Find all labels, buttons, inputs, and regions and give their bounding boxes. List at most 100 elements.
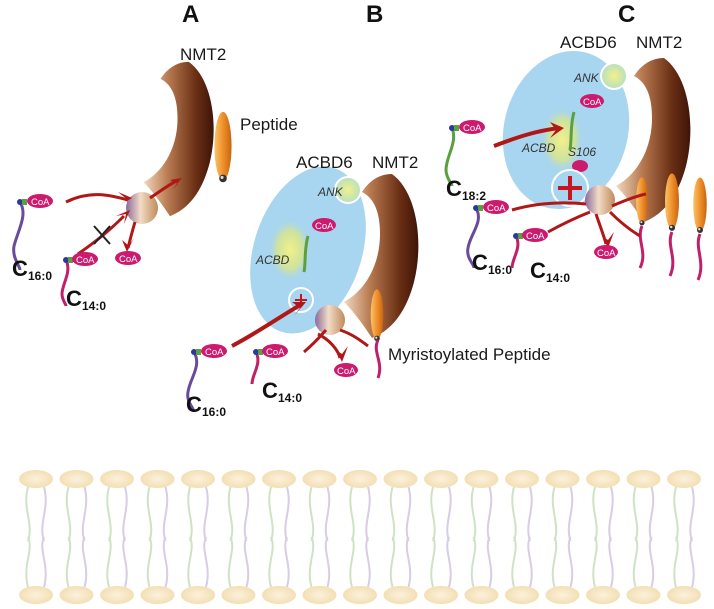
peptide-c-3 xyxy=(693,177,707,233)
peptide-c-2 xyxy=(665,173,679,231)
ank-domain-label-c: ANK xyxy=(573,71,600,85)
svg-text:CoA: CoA xyxy=(487,203,506,214)
lipid-head-outer xyxy=(464,470,499,488)
panel-label-c: C xyxy=(618,1,635,28)
acyl-coa-c14-a: CoA xyxy=(60,252,98,307)
lipid-head-inner xyxy=(383,586,418,604)
nmt2-enzyme-a xyxy=(143,61,214,217)
svg-text:18:2: 18:2 xyxy=(462,189,486,203)
lipid-molecule xyxy=(100,470,134,604)
lipid-head-outer xyxy=(586,470,620,488)
lipid-head-outer xyxy=(626,470,661,488)
svg-text:C: C xyxy=(186,392,202,417)
lipid-molecule xyxy=(626,470,661,604)
lipid-molecule xyxy=(221,470,256,604)
lipid-head-inner xyxy=(505,586,539,604)
s106-label: S106 xyxy=(568,145,596,159)
svg-text:CoA: CoA xyxy=(266,347,285,358)
svg-text:16:0: 16:0 xyxy=(488,263,512,277)
lipid-molecule xyxy=(667,470,701,604)
lipid-molecule xyxy=(19,470,53,604)
svg-text:CoA: CoA xyxy=(315,221,334,232)
lipid-head-inner xyxy=(221,586,256,604)
active-site-c xyxy=(585,185,615,215)
lipid-molecule xyxy=(505,470,539,604)
lipid-head-outer xyxy=(59,470,94,488)
c16-label-c: C 16:0 xyxy=(472,250,512,277)
c14-label-b: C 14:0 xyxy=(262,378,302,405)
lipid-head-inner xyxy=(667,586,701,604)
svg-text:CoA: CoA xyxy=(597,248,616,259)
acbd-domain-label-c: ACBD xyxy=(521,141,556,155)
acbd-domain-label-b: ACBD xyxy=(255,253,290,267)
lipid-head-outer xyxy=(343,470,377,488)
lipid-head-inner xyxy=(424,586,458,604)
phospho-dot-c xyxy=(572,160,588,172)
lipid-molecule xyxy=(302,470,337,604)
lipid-head-inner xyxy=(140,586,175,604)
lipid-head-outer xyxy=(221,470,256,488)
peptide-a xyxy=(214,111,232,183)
lipid-head-inner xyxy=(464,586,499,604)
panel-a: NMT2 Peptide CoA C 16:0 xyxy=(12,45,298,313)
lipid-molecule xyxy=(383,470,418,604)
svg-text:CoA: CoA xyxy=(526,231,545,242)
lipid-head-outer xyxy=(545,470,580,488)
lipid-molecule xyxy=(343,470,377,604)
acyl-coa-c16-a: CoA xyxy=(12,194,53,271)
lipid-molecule xyxy=(181,470,215,604)
lipid-head-outer xyxy=(100,470,134,488)
released-coa-a: CoA xyxy=(115,251,141,265)
lipid-head-inner xyxy=(626,586,661,604)
panel-label-a: A xyxy=(182,1,199,28)
coa-label: CoA xyxy=(31,197,50,208)
lipid-head-inner xyxy=(100,586,134,604)
lipid-molecule xyxy=(59,470,94,604)
svg-text:CoA: CoA xyxy=(205,347,224,358)
svg-text:14:0: 14:0 xyxy=(278,391,302,405)
coa-label: CoA xyxy=(76,255,95,266)
nmt2-label-c: NMT2 xyxy=(636,33,682,52)
nmt2-label-a: NMT2 xyxy=(180,45,226,64)
lipid-head-outer xyxy=(262,470,296,488)
lipid-head-outer xyxy=(505,470,539,488)
c16-label-a: C 16:0 xyxy=(12,256,52,283)
released-coa-c: CoA xyxy=(594,245,618,259)
lipid-molecule xyxy=(140,470,175,604)
svg-text:CoA: CoA xyxy=(583,97,602,108)
svg-text:14:0: 14:0 xyxy=(82,299,106,313)
lipid-head-inner xyxy=(181,586,215,604)
svg-text:C: C xyxy=(12,256,28,281)
lipid-molecule xyxy=(262,470,296,604)
acyl-coa-c16-b: CoA xyxy=(186,344,227,413)
svg-text:C: C xyxy=(446,176,462,201)
svg-text:C: C xyxy=(530,258,546,283)
active-site-b xyxy=(315,305,345,335)
panel-b: ANK ACBD ACBD6 NMT2 Myristoylated Peptid… xyxy=(186,153,551,419)
svg-text:CoA: CoA xyxy=(337,366,356,377)
lipid-head-inner xyxy=(302,586,337,604)
acyl-coa-c14-c: CoA xyxy=(510,228,548,269)
blocked-x-icon xyxy=(93,225,111,245)
svg-text:14:0: 14:0 xyxy=(546,271,570,285)
lipid-head-outer xyxy=(424,470,458,488)
myristoylated-peptide-label: Myristoylated Peptide xyxy=(388,345,551,364)
plus-icon-c xyxy=(558,176,582,200)
svg-text:C: C xyxy=(262,378,278,403)
svg-text:CoA: CoA xyxy=(463,123,482,134)
released-coa-b: CoA xyxy=(334,363,358,377)
lipid-molecule xyxy=(586,470,620,604)
active-site-a xyxy=(126,192,158,224)
lipid-head-outer xyxy=(667,470,701,488)
lipid-bilayer-membrane xyxy=(19,470,701,604)
svg-text:C: C xyxy=(472,250,488,275)
svg-text:C: C xyxy=(66,286,82,311)
lipid-head-outer xyxy=(302,470,337,488)
bound-acyl-coa-b: CoA xyxy=(302,218,336,273)
lipid-molecule xyxy=(464,470,499,604)
arrow-release-a xyxy=(126,221,137,249)
lipid-head-outer xyxy=(383,470,418,488)
arrow-c16-a xyxy=(65,193,129,204)
lipid-head-inner xyxy=(262,586,296,604)
acyl-coa-c16-c: CoA xyxy=(466,200,509,269)
